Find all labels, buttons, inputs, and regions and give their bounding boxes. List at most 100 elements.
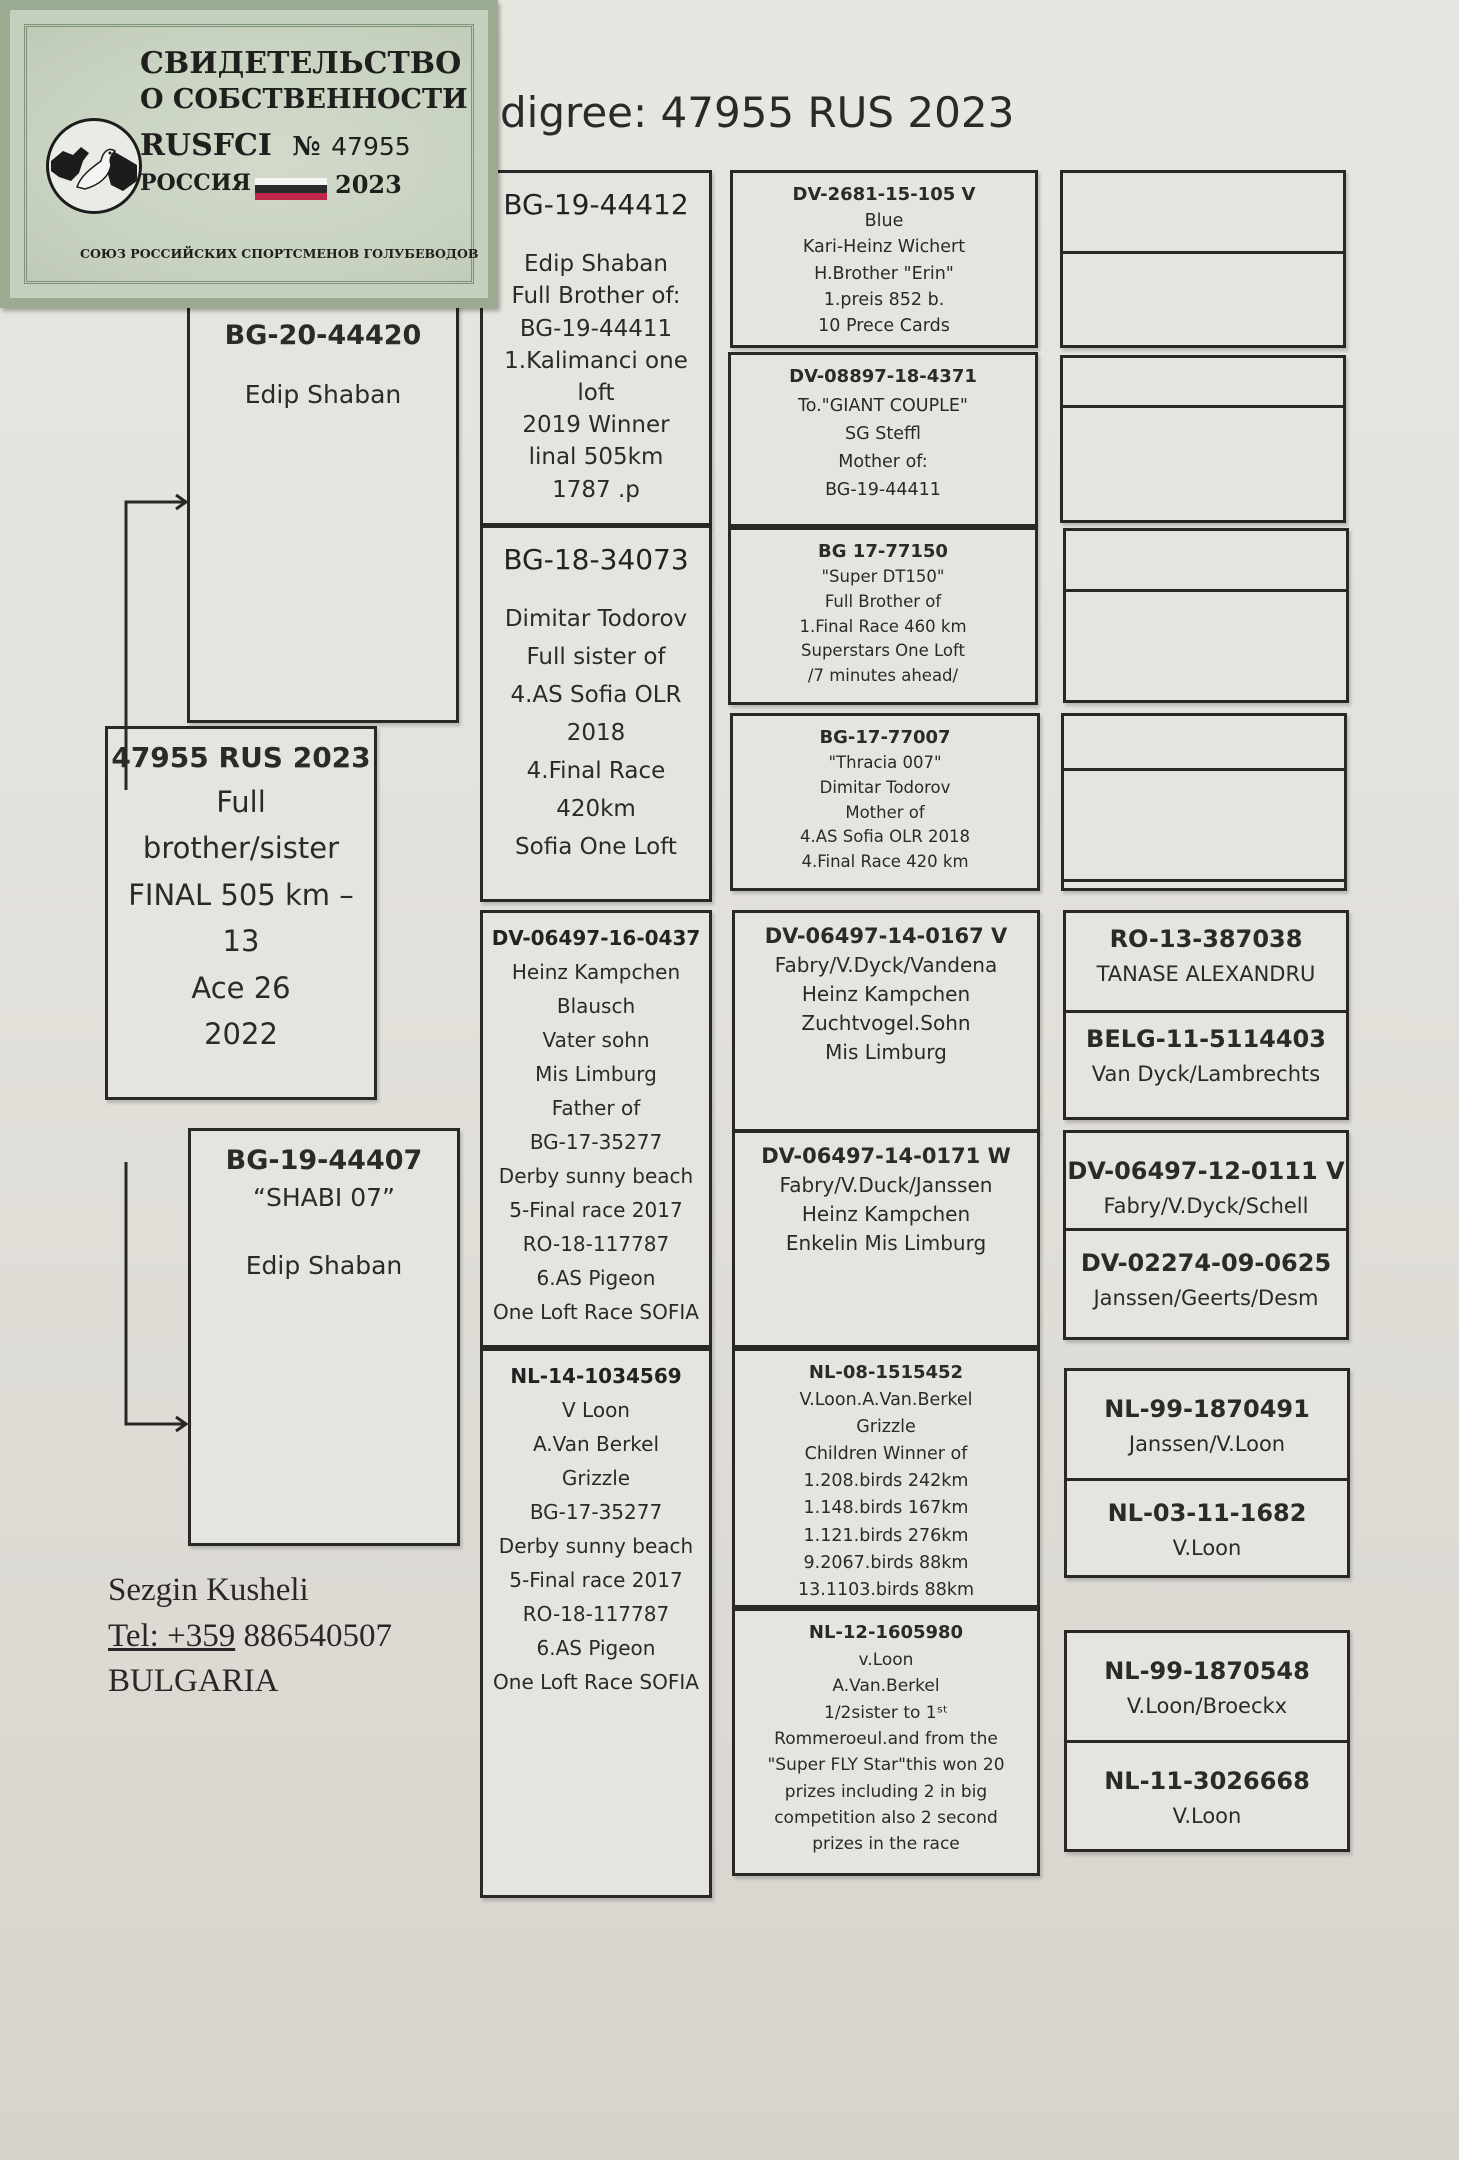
ggg-bottom: [1063, 255, 1343, 263]
grandparent-line: 5-Final race 2017: [509, 1568, 683, 1592]
gg-line: Children Winner of: [804, 1444, 968, 1465]
gg-line: v.Loon: [858, 1649, 914, 1670]
russia-flag-icon: [255, 178, 327, 200]
grandparent-line: 6.AS Pigeon: [536, 1636, 656, 1660]
org-code: RUSFCI: [140, 128, 272, 163]
gg-line: 1.preis 852 b.: [823, 289, 945, 310]
ggg-ring: NL-99-1870491: [1104, 1395, 1310, 1423]
grandparent-line: Full sister of: [526, 644, 666, 671]
dam-line: “SHABI 07”: [253, 1183, 395, 1213]
gg-ring: NL-12-1605980: [808, 1622, 964, 1643]
subject-line: 13: [222, 924, 260, 959]
dam-box: BG-19-44407 “SHABI 07” Edip Shaban: [188, 1128, 460, 1546]
grandparent-line: Dimitar Todorov: [504, 606, 688, 633]
grandparent-line: A.Van Berkel: [532, 1432, 660, 1456]
pair-divider: [1066, 1010, 1346, 1013]
gg-line: 10 Prece Cards: [818, 316, 950, 336]
certificate-country: РОССИЯ: [140, 170, 251, 196]
gg-line: Grizzle: [856, 1417, 916, 1438]
certificate-number-row: RUSFCI № 47955: [140, 128, 411, 163]
pigeon-map-icon: [46, 118, 142, 214]
grandparent-box: BG-18-34073 Dimitar Todorov Full sister …: [480, 525, 712, 902]
gg-ring: DV-2681-15-105 V: [792, 184, 976, 205]
sire-box: BG-20-44420 Edip Shaban: [187, 303, 459, 723]
grandparent-box: NL-14-1034569 V Loon A.Van Berkel Grizzl…: [480, 1348, 712, 1898]
ggg-ring: BELG-11-5114403: [1086, 1025, 1326, 1053]
ggg-bottom: [1064, 772, 1344, 780]
grandparent-line: Vater sohn: [542, 1028, 650, 1052]
great-grandparent-box: DV-06497-14-0167 V Fabry/V.Dyck/Vandena …: [732, 910, 1040, 1132]
sire-ring: BG-20-44420: [224, 320, 422, 351]
great-grandparent-box: BG 17-77150 "Super DT150" Full Brother o…: [728, 527, 1038, 705]
grandparent-ring: NL-14-1034569: [510, 1364, 682, 1388]
ggg-pair-box: [1063, 528, 1349, 703]
gg-line: "Super FLY Star"this won 20: [767, 1755, 1005, 1776]
grandparent-line: 5-Final race 2017: [509, 1198, 683, 1222]
ggg-ring: DV-06497-12-0111 V: [1067, 1157, 1345, 1185]
gg-ring: BG-17-77007: [819, 727, 951, 748]
gg-line: Mother of: [845, 802, 925, 822]
flag-stripe: [255, 185, 327, 193]
grandparent-line: One Loft Race SOFIA: [493, 1670, 699, 1694]
subject-line: 2022: [204, 1016, 278, 1051]
gg-line: Blue: [864, 211, 904, 231]
dam-line-spacer: [191, 1215, 457, 1249]
gg-line: 1.121.birds 276km: [803, 1525, 969, 1546]
gg-line: 1.Final Race 460 km: [799, 616, 967, 636]
flag-stripe: [255, 192, 327, 200]
ggg-owner: TANASE ALEXANDRU: [1096, 962, 1316, 987]
certificate-union-name: СОЮЗ РОССИЙСКИХ СПОРТСМЕНОВ ГОЛУБЕВОДОВ: [80, 246, 479, 261]
pair-divider: [1067, 1740, 1347, 1743]
subject-ring: 47955 RUS 2023: [111, 741, 371, 774]
grandparent-line: Derby sunny beach: [498, 1534, 694, 1558]
gg-line: 4.Final Race 420 km: [801, 852, 969, 871]
certificate-title-line1: СВИДЕТЕЛЬСТВО: [140, 46, 462, 81]
grandparent-line: 4.Final Race: [526, 757, 666, 784]
breeder-country: BULGARIA: [108, 1663, 279, 1700]
grandparent-line: Mis Limburg: [535, 1062, 657, 1086]
grandparent-line: loft: [577, 379, 615, 406]
subject-line: Full: [216, 785, 266, 819]
grandparent-box: DV-06497-16-0437 Heinz Kampchen Blausch …: [480, 910, 712, 1348]
pair-divider: [1067, 1478, 1347, 1481]
breeder-phone: Tel: +359 886540507: [108, 1614, 392, 1660]
grandparent-line: Derby sunny beach: [498, 1164, 694, 1188]
great-grandparent-box: BG-17-77007 "Thracia 007" Dimitar Todoro…: [730, 713, 1040, 891]
subject-line: Ace 26: [191, 970, 291, 1005]
grandparent-line: BG-17-35277: [529, 1130, 663, 1154]
grandparent-line: BG-17-35277: [529, 1500, 663, 1524]
grandparent-box: BG-19-44412 Edip Shaban Full Brother of:…: [480, 170, 712, 526]
grandparent-line: RO-18-117787: [522, 1232, 670, 1256]
gg-line: prizes in the race: [812, 1834, 960, 1855]
arrow-to-sire: [124, 493, 189, 790]
gg-line: 9.2067.birds 88km: [803, 1552, 969, 1573]
breeder-name: Sezgin Kusheli: [108, 1572, 309, 1608]
ggg-top: [1063, 358, 1343, 366]
grandparent-line: Father of: [551, 1096, 641, 1120]
breeder-contact: Sezgin Kusheli Tel: +359 886540507 BULGA…: [108, 1568, 392, 1705]
gg-line: Superstars One Loft: [801, 641, 965, 661]
gg-line: Heinz Kampchen: [801, 982, 971, 1007]
grandparent-line: RO-18-117787: [522, 1602, 670, 1626]
gg-line: Kari-Heinz Wichert: [802, 237, 966, 258]
sire-line: Edip Shaban: [244, 380, 402, 410]
gg-line: To."GIANT COUPLE": [798, 395, 968, 416]
grandparent-ring: BG-18-34073: [503, 543, 689, 576]
ggg-owner: Fabry/V.Dyck/Schell: [1103, 1194, 1309, 1219]
ggg-owner: V.Loon: [1172, 1804, 1242, 1829]
number-label: №: [292, 132, 321, 162]
gg-line: Dimitar Todorov: [819, 777, 951, 797]
grandparent-line: Sofia One Loft: [515, 833, 677, 860]
grandparent-line: 2018: [566, 720, 626, 746]
pair-divider: [1064, 768, 1344, 771]
grandparent-line: 1.Kalimanci one: [504, 347, 688, 374]
grandparent-line: V Loon: [562, 1398, 630, 1422]
gg-line: 1/2sister to 1ˢᵗ: [824, 1702, 948, 1723]
gg-line: 4.AS Sofia OLR 2018: [800, 827, 970, 847]
